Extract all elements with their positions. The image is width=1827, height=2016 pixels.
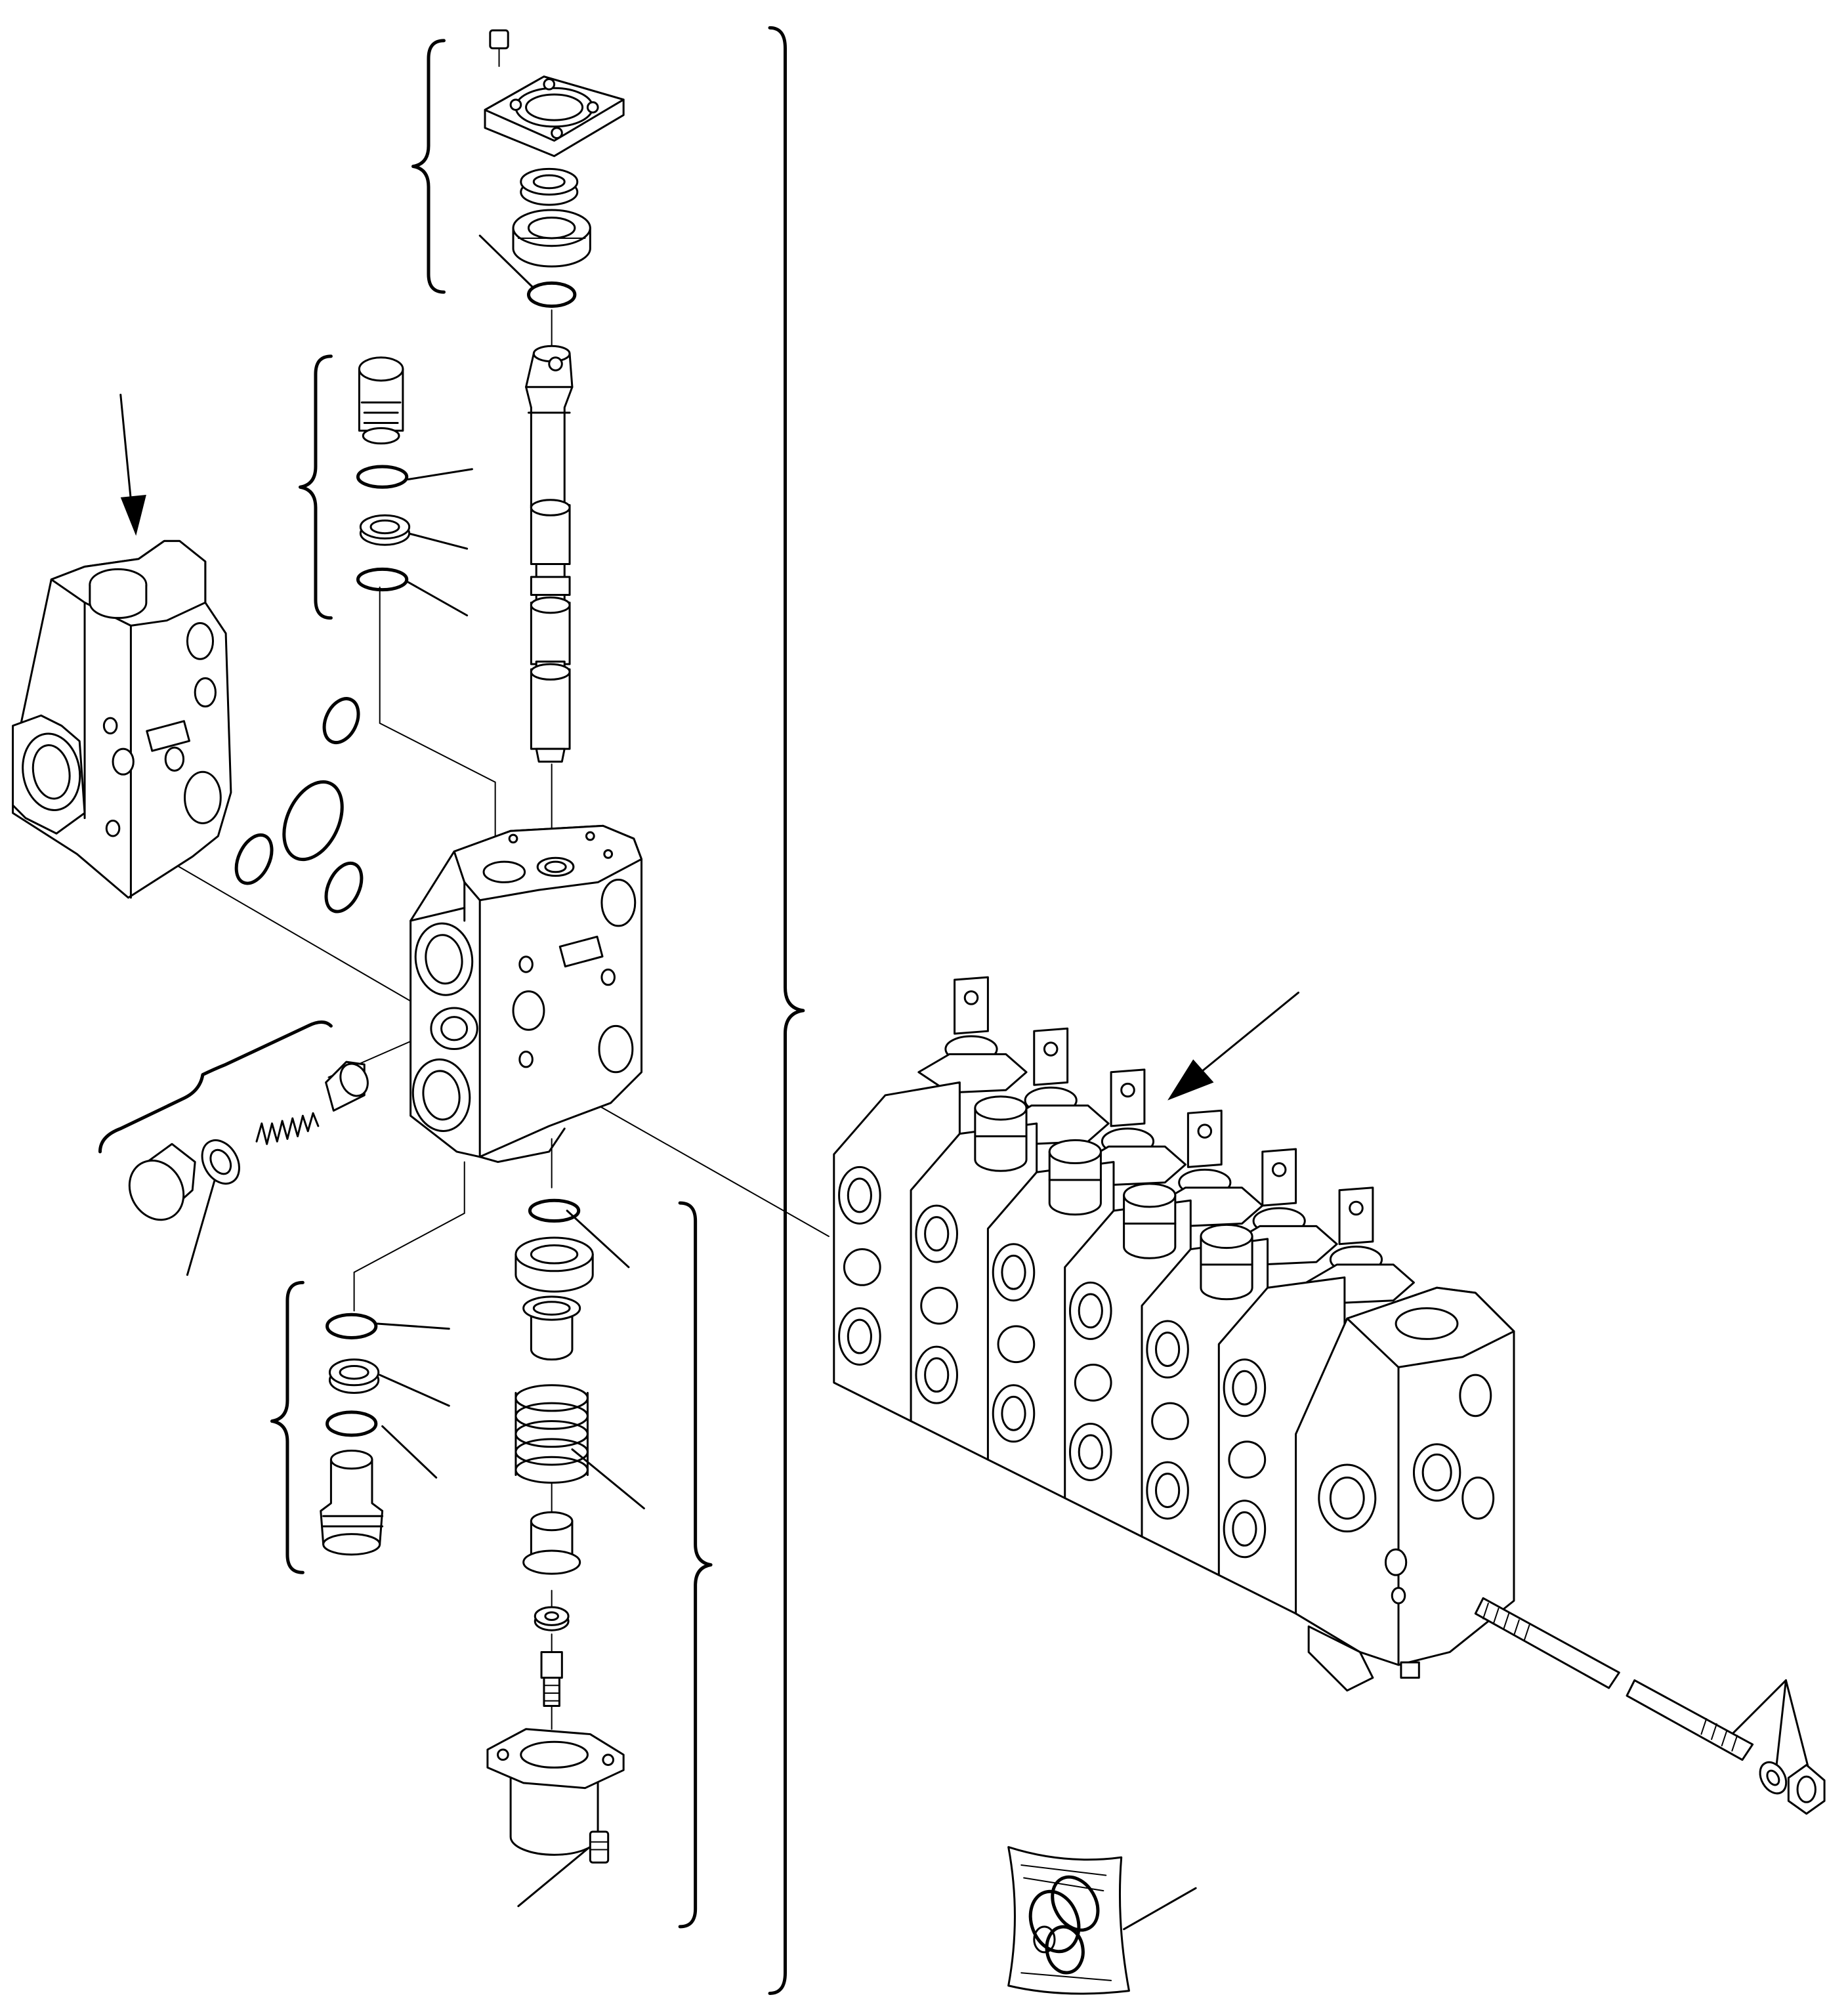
- leader-line: [408, 582, 467, 616]
- leader-line: [377, 1324, 449, 1329]
- grouping-brackets: [100, 28, 803, 1993]
- arrow-shaft: [121, 394, 131, 499]
- tie-rod: [1475, 1598, 1752, 1759]
- bracket-main-section: [770, 28, 803, 1993]
- tie-rod-nut: [1788, 1765, 1824, 1813]
- top-flange-plate: [485, 77, 623, 156]
- relief-valve-poppet: [326, 1059, 373, 1110]
- alignment-line: [380, 587, 495, 857]
- bracket-top-seal-group: [413, 41, 444, 292]
- valve-section-icon: [408, 826, 641, 1162]
- o-ring: [528, 283, 574, 306]
- tie-rod-washer: [1755, 1757, 1792, 1798]
- o-ring: [327, 1412, 376, 1435]
- o-ring: [358, 569, 406, 589]
- relief-cap: [1201, 1225, 1252, 1299]
- seal-kit-bag-icon: [1009, 1847, 1129, 1994]
- bracket-spring-group: [680, 1203, 711, 1927]
- seal-retainer: [513, 210, 590, 266]
- control-valve-assembly-icon: [834, 977, 1824, 1814]
- o-ring: [530, 1200, 578, 1221]
- backup-ring: [329, 1360, 378, 1393]
- leader-line: [408, 534, 467, 549]
- leader-line: [567, 1211, 629, 1267]
- relief-cap: [1124, 1184, 1175, 1258]
- assembly-end-cover: [1296, 1288, 1514, 1690]
- relief-cap: [975, 1097, 1026, 1171]
- spool-bolt: [541, 1652, 562, 1706]
- leader-line: [383, 1426, 436, 1477]
- relief-spring: [257, 1113, 318, 1144]
- spring-seat-upper: [524, 1297, 580, 1360]
- o-ring: [229, 830, 279, 889]
- spring-seat-lower: [524, 1512, 580, 1574]
- spool-clevis: [919, 977, 1026, 1093]
- o-ring: [358, 467, 406, 487]
- leader-line: [480, 236, 532, 287]
- relief-gasket: [195, 1133, 247, 1190]
- o-ring: [319, 858, 369, 917]
- top-cap-screw: [490, 30, 508, 66]
- o-ring: [327, 1314, 376, 1337]
- leader-line: [380, 1375, 450, 1406]
- leader-line: [518, 1845, 593, 1906]
- washer: [535, 1607, 568, 1630]
- relief-cap: [1049, 1140, 1101, 1214]
- o-ring: [272, 772, 354, 868]
- seal-retainer: [516, 1238, 593, 1292]
- alignment-line: [354, 1162, 465, 1311]
- leader-line: [408, 469, 472, 480]
- o-ring: [318, 693, 365, 748]
- leader-line: [1124, 1888, 1196, 1929]
- valve-spool: [526, 346, 572, 761]
- arrow-shaft: [1201, 993, 1299, 1072]
- arrow-head: [120, 494, 146, 536]
- return-spring: [516, 1385, 587, 1483]
- cap-bolt: [590, 1832, 608, 1862]
- check-valve-plug: [359, 358, 402, 444]
- leader-line: [572, 1450, 644, 1509]
- relief-plug: [119, 1144, 195, 1230]
- wiper-seal: [521, 169, 578, 205]
- bracket-lower-check-group: [272, 1282, 303, 1572]
- end-cover-section: [13, 541, 231, 898]
- callout-arrows: [120, 394, 1299, 1101]
- backup-ring: [360, 515, 409, 545]
- bracket-relief-group: [100, 1022, 331, 1152]
- arrow-head: [1167, 1059, 1214, 1101]
- leader-line: [1776, 1680, 1786, 1773]
- check-valve-plug: [321, 1450, 383, 1554]
- bracket-upper-check-group: [300, 356, 331, 618]
